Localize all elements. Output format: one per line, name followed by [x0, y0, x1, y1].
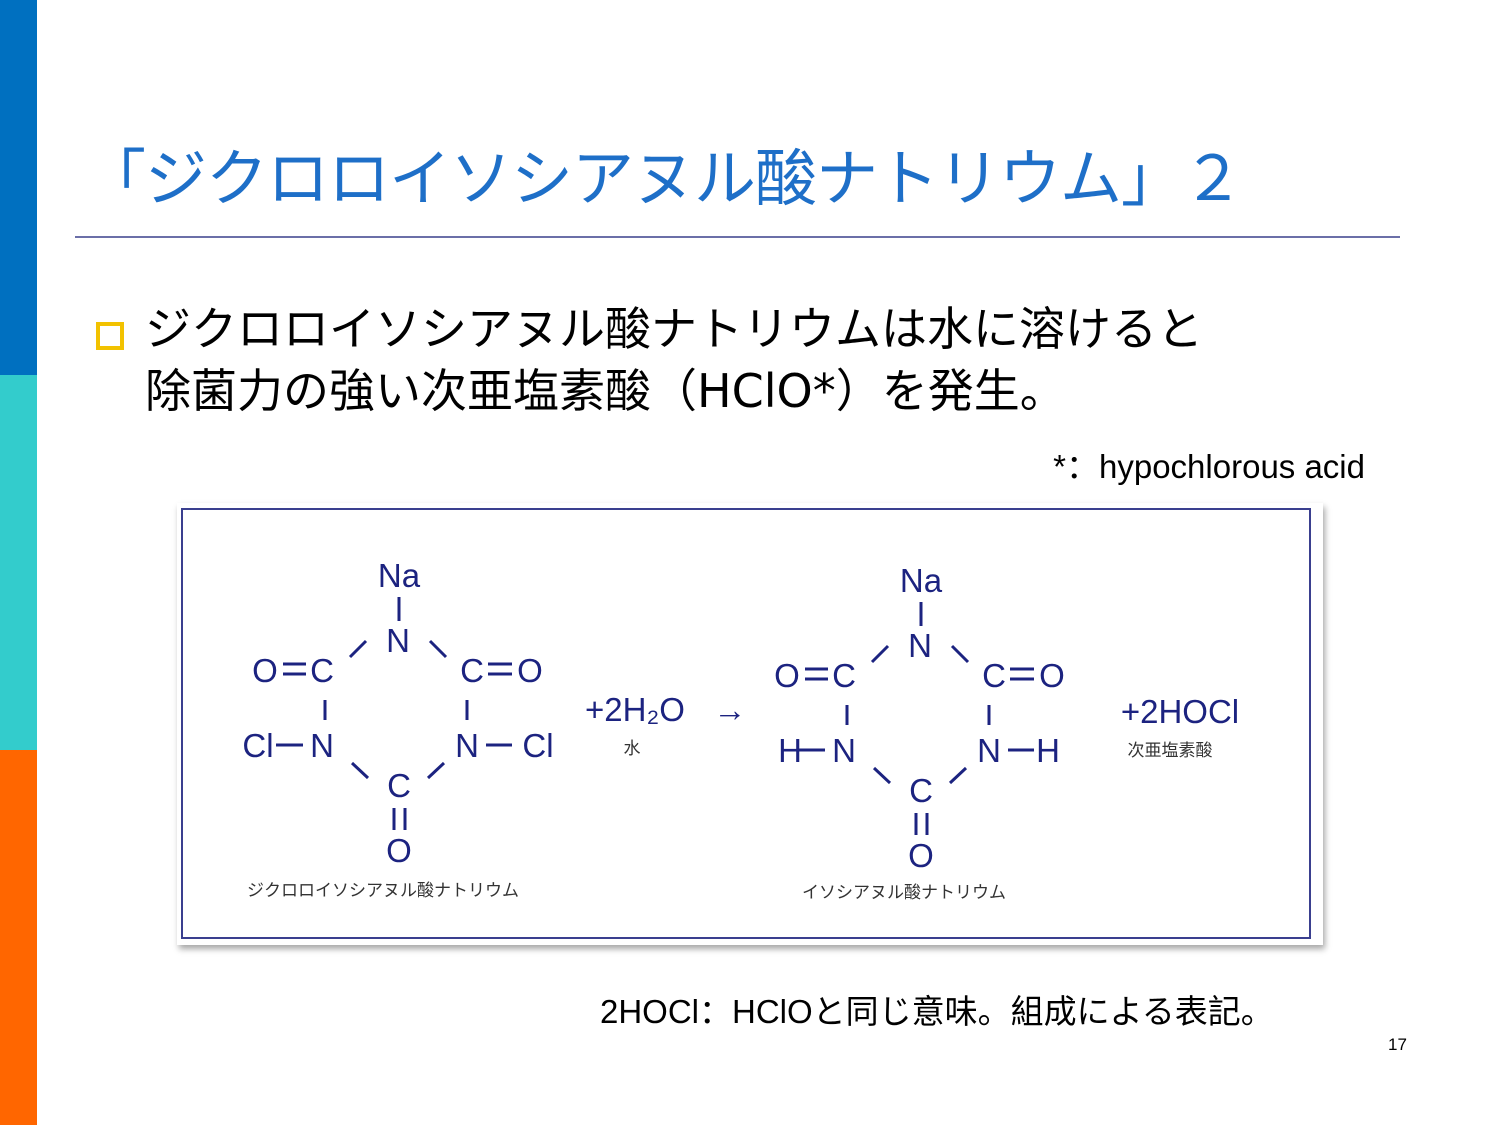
hocl-label: 次亜塩素酸 [1128, 741, 1213, 760]
reactant-atom-o: O [517, 652, 543, 689]
reactant-atom-cl: Cl [242, 727, 273, 764]
reactant-atom-cl: Cl [522, 727, 553, 764]
accent-stripe-teal [0, 375, 37, 750]
product-atom-h: H [1036, 732, 1060, 769]
product-atom-o: O [1039, 657, 1065, 694]
product-bond [872, 766, 892, 785]
product-atom-h: H [778, 732, 802, 769]
reactant-atom-c: C [310, 652, 334, 689]
reactant-atom-o: O [252, 652, 278, 689]
square-bullet-icon [96, 322, 124, 350]
title-divider [75, 236, 1400, 238]
slide-title: 「ジクロロイソシアヌル酸ナトリウム」２ [84, 142, 1244, 215]
water-term: +2H₂O [585, 691, 685, 728]
footnote: *：hypochlorous acid [1053, 448, 1365, 485]
bullet-text: ジクロロイソシアヌル酸ナトリウムは水に溶けると 除菌力の強い次亜塩素酸（HClO… [145, 298, 1203, 422]
product-atom-n: N [832, 732, 856, 769]
product-atom-n: N [977, 732, 1001, 769]
reactant-atom-c: C [387, 767, 411, 804]
water-label: 水 [624, 739, 641, 758]
product-atom-na: Na [900, 562, 943, 599]
product-atom-c: C [909, 772, 933, 809]
reactant-bond [426, 761, 446, 780]
reaction-arrow: → [714, 691, 747, 728]
accent-stripe-orange [0, 750, 37, 1125]
reactant-atom-na: Na [378, 557, 421, 594]
reactant-atom-o: O [386, 832, 412, 869]
product-atom-o: O [908, 837, 934, 874]
reactant-atom-n: N [386, 622, 410, 659]
product-name: イソシアヌル酸ナトリウム [802, 883, 1006, 902]
product-atom-n: N [908, 627, 932, 664]
reactant-bond [428, 639, 448, 659]
product-atom-o: O [774, 657, 800, 694]
page-number: 17 [1388, 1035, 1407, 1054]
product-bond [870, 644, 890, 664]
reactant-atom-n: N [455, 727, 479, 764]
product-bond [950, 644, 970, 664]
product-bond [948, 766, 968, 785]
reactant-atom-n: N [310, 727, 334, 764]
reactant-name: ジクロロイソシアヌル酸ナトリウム [247, 881, 519, 900]
product-atom-c: C [982, 657, 1006, 694]
reactant-bond [348, 639, 368, 659]
bullet-line-2: 除菌力の強い次亜塩素酸（HClO*）を発生。 [145, 364, 1066, 418]
hocl-term: +2HOCl [1121, 693, 1239, 730]
footer-note: 2HOCl：HClOと同じ意味。組成による表記。 [600, 993, 1274, 1030]
reactant-atom-c: C [460, 652, 484, 689]
diagram-border [181, 508, 1311, 939]
product-atom-c: C [832, 657, 856, 694]
reactant-bond [350, 761, 370, 780]
bullet-line-1: ジクロロイソシアヌル酸ナトリウムは水に溶けると [145, 302, 1203, 356]
accent-stripe-blue [0, 0, 37, 375]
